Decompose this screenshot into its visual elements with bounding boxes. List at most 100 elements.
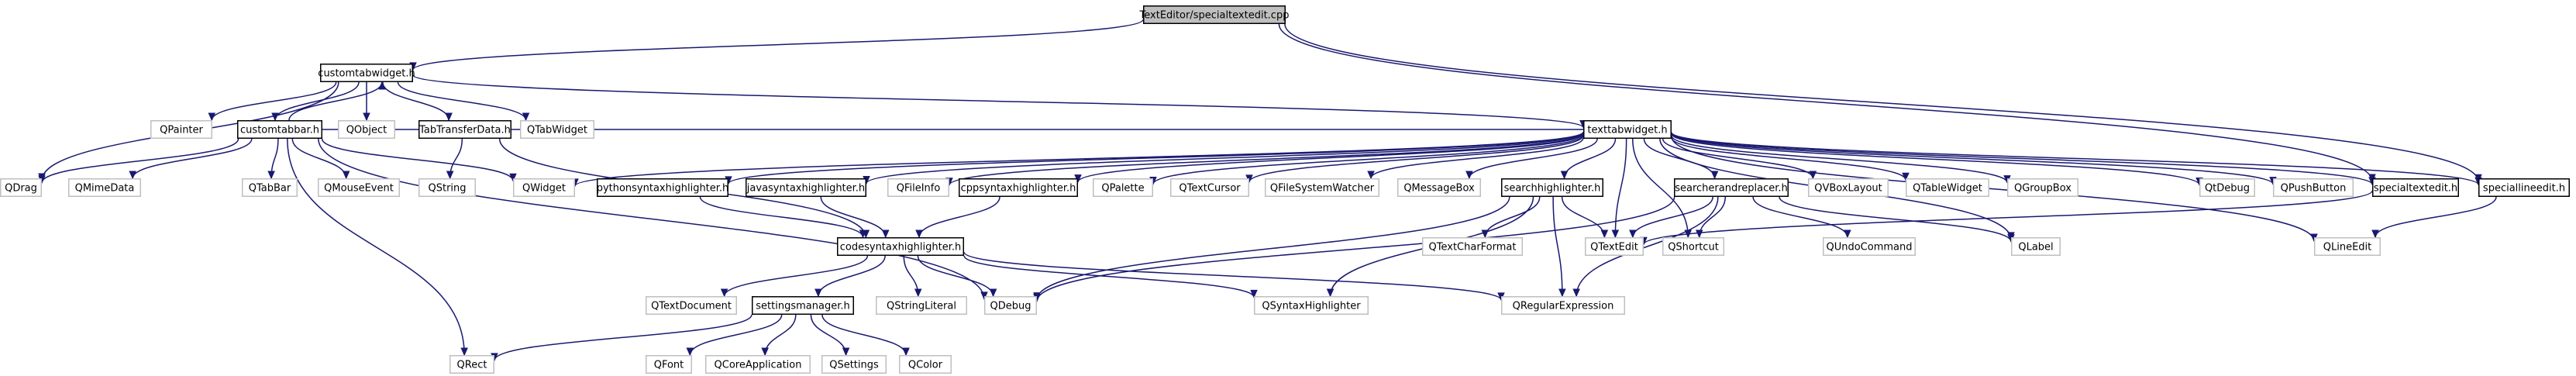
edge-texttabwidget-h-to-qmessagebox	[1465, 138, 1598, 180]
node-label: QSyntaxHighlighter	[1262, 301, 1361, 312]
node-label: QGroupBox	[2014, 183, 2071, 195]
node-qmouseevent[interactable]: QMouseEvent	[318, 178, 400, 197]
edge-searcherandreplacer-h-to-qregularexpression	[1572, 196, 1719, 298]
node-box	[2011, 237, 2061, 256]
node-qobject[interactable]: QObject	[338, 120, 395, 139]
node-box	[837, 237, 964, 256]
node-qfileinfo[interactable]: QFileInfo	[887, 178, 949, 197]
node-speciallineedit-h[interactable]: speciallineedit.h	[2478, 178, 2570, 197]
node-qlabel[interactable]: QLabel	[2011, 237, 2061, 256]
node-qgroupbox[interactable]: QGroupBox	[2007, 178, 2078, 197]
node-label: QObject	[346, 125, 387, 136]
edge-customtabwidget-h-to-qobject	[363, 82, 370, 122]
node-qsyntaxhighlighter[interactable]: QSyntaxHighlighter	[1254, 296, 1369, 315]
node-tabtransferdata-h[interactable]: TabTransferData.h	[418, 120, 511, 139]
node-qstring[interactable]: QString	[418, 178, 476, 197]
node-qundocommand[interactable]: QUndoCommand	[1823, 237, 1916, 256]
node-label: QString	[428, 183, 466, 195]
node-label: QCoreApplication	[715, 360, 802, 371]
node-qtextedit[interactable]: QTextEdit	[1585, 237, 1644, 256]
node-box	[1143, 5, 1286, 24]
node-label: QUndoCommand	[1826, 242, 1912, 254]
node-label: speciallineedit.h	[2483, 183, 2565, 195]
edge-codesyntaxhighlighter-h-to-qsyntaxhighlighter	[963, 255, 1258, 298]
edge-texttabwidget-h-to-qtextedit	[1611, 138, 1627, 239]
node-box	[449, 355, 494, 374]
edge-settingsmanager-h-to-qrect	[491, 314, 752, 362]
node-qpalette[interactable]: QPalette	[1093, 178, 1153, 197]
node-label: codesyntaxhighlighter.h	[840, 242, 962, 254]
node-qtabwidget[interactable]: QTabWidget	[520, 120, 594, 139]
node-box	[959, 178, 1078, 197]
node-texteditor-specialtextedit-cpp[interactable]: TextEditor/specialtextedit.cpp	[1139, 5, 1290, 24]
edge-customtabbar-h-to-qrect	[287, 138, 468, 357]
node-box	[646, 355, 692, 374]
node-label: QPushButton	[2281, 183, 2347, 195]
node-label: customtabwidget.h	[318, 68, 415, 80]
edge-texttabwidget-h-to-specialtextedit-h	[1671, 132, 2376, 186]
node-label: QTableWidget	[1913, 183, 1982, 195]
node-customtabwidget-h[interactable]: customtabwidget.h	[318, 64, 415, 82]
node-qmimedata[interactable]: QMimeData	[68, 178, 141, 197]
node-qtabbar[interactable]: QTabBar	[242, 178, 298, 197]
edge-texttabwidget-h-to-qpalette	[1149, 134, 1584, 185]
edge-layer	[38, 19, 2497, 362]
edge-javasyntaxhighlighter-h-to-codesyntaxhighlighter-h	[820, 196, 890, 239]
edge-codesyntaxhighlighter-h-to-qdebug	[917, 255, 997, 298]
node-qfilesystemwatcher[interactable]: QFileSystemWatcher	[1265, 178, 1379, 197]
node-label: QFileInfo	[897, 183, 941, 195]
node-qpainter[interactable]: QPainter	[150, 120, 212, 139]
node-customtabbar-h[interactable]: customtabbar.h	[237, 120, 322, 139]
node-box	[2273, 178, 2354, 197]
edge-searchhighlighter-h-to-qregularexpression	[1552, 196, 1566, 298]
edge-customtabbar-h-to-qwidget	[321, 138, 517, 182]
node-cppsyntaxhighlighter-h[interactable]: cppsyntaxhighlighter.h	[959, 178, 1078, 197]
node-qwidget[interactable]: QWidget	[513, 178, 575, 197]
node-box	[2007, 178, 2078, 197]
node-qpushbutton[interactable]: QPushButton	[2273, 178, 2354, 197]
node-qfont[interactable]: QFont	[646, 355, 692, 374]
node-searchhighlighter-h[interactable]: searchhighlighter.h	[1501, 178, 1603, 197]
node-qcolor[interactable]: QColor	[899, 355, 952, 374]
node-box	[418, 120, 511, 139]
edge-codesyntaxhighlighter-h-to-qstringliteral	[903, 255, 922, 298]
node-qtextcharformat[interactable]: QTextCharFormat	[1422, 237, 1523, 256]
node-qshortcut[interactable]: QShortcut	[1662, 237, 1724, 256]
node-qmessagebox[interactable]: QMessageBox	[1397, 178, 1481, 197]
node-qtextcursor[interactable]: QTextCursor	[1170, 178, 1249, 197]
node-label: QTextEdit	[1590, 242, 1638, 254]
node-qdebug[interactable]: QDebug	[984, 296, 1037, 315]
node-label: QFont	[654, 360, 684, 371]
edge-settingsmanager-h-to-qsettings	[810, 314, 850, 357]
node-qsettings[interactable]: QSettings	[821, 355, 887, 374]
node-box	[68, 178, 141, 197]
node-qvboxlayout[interactable]: QVBoxLayout	[1808, 178, 1889, 197]
node-qdrag[interactable]: QDrag	[0, 178, 42, 197]
edge-cppsyntaxhighlighter-h-to-codesyntaxhighlighter-h	[915, 196, 1000, 239]
node-qtablewidget[interactable]: QTableWidget	[1906, 178, 1989, 197]
node-codesyntaxhighlighter-h[interactable]: codesyntaxhighlighter.h	[837, 237, 964, 256]
node-javasyntaxhighlighter-h[interactable]: javasyntaxhighlighter.h	[746, 178, 866, 197]
node-box	[1265, 178, 1379, 197]
node-qtextdocument[interactable]: QTextDocument	[646, 296, 737, 315]
node-layer: TextEditor/specialtextedit.cpp customtabw…	[0, 5, 2570, 374]
node-texttabwidget-h[interactable]: texttabwidget.h	[1583, 120, 1672, 139]
node-label: QMessageBox	[1403, 183, 1475, 195]
node-qlineedit[interactable]: QLineEdit	[2314, 237, 2381, 256]
node-box	[984, 296, 1037, 315]
node-qstringliteral[interactable]: QStringLiteral	[876, 296, 967, 315]
node-specialtextedit-h[interactable]: specialtextedit.h	[2372, 178, 2459, 197]
node-qcoreapplication[interactable]: QCoreApplication	[705, 355, 811, 374]
node-settingsmanager-h[interactable]: settingsmanager.h	[752, 296, 854, 315]
edge-texttabwidget-h-to-pythonsyntaxhighlighter-h	[725, 131, 1584, 185]
node-pythonsyntaxhighlighter-h[interactable]: pythonsyntaxhighlighter.h	[597, 178, 729, 197]
node-qrect[interactable]: QRect	[449, 355, 494, 374]
node-label: searchhighlighter.h	[1504, 183, 1601, 195]
node-qregularexpression[interactable]: QRegularExpression	[1501, 296, 1625, 315]
node-qtdebug[interactable]: QtDebug	[2199, 178, 2255, 197]
node-label: QRegularExpression	[1513, 301, 1614, 312]
node-label: QPalette	[1101, 183, 1144, 195]
node-searcherandreplacer-h[interactable]: searcherandreplacer.h	[1674, 178, 1789, 197]
node-box	[1501, 296, 1625, 315]
node-label: pythonsyntaxhighlighter.h	[597, 183, 729, 195]
